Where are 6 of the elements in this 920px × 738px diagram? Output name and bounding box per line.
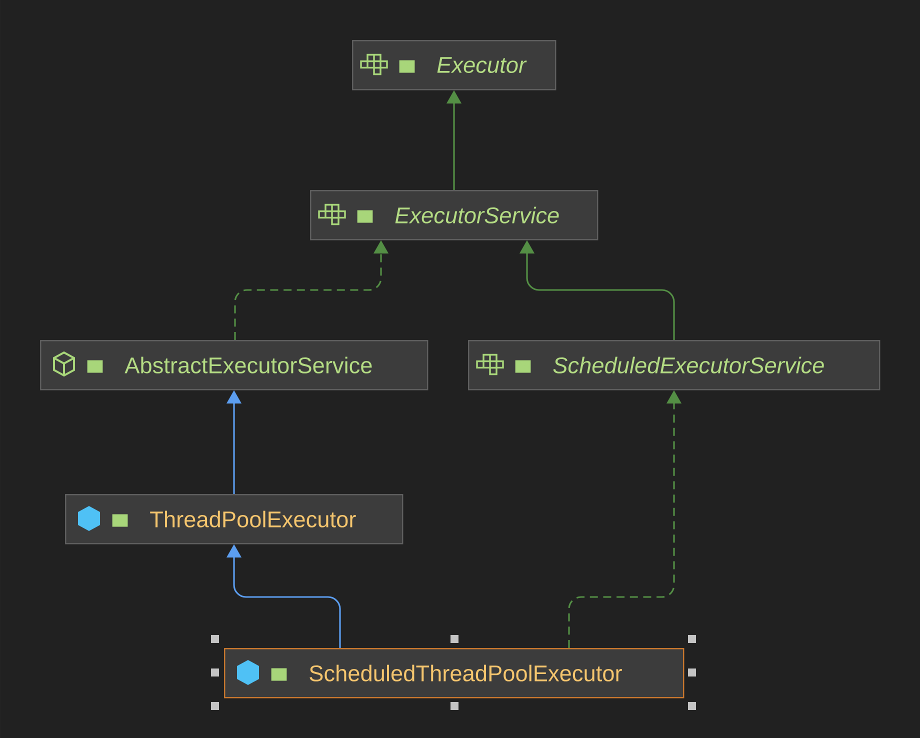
class-box: ThreadPoolExecutor bbox=[65, 494, 404, 544]
class-box: ScheduledThreadPoolExecutor bbox=[224, 648, 684, 698]
class-box: Executor bbox=[352, 40, 556, 90]
class-box: AbstractExecutorService bbox=[40, 340, 428, 390]
class-box: ExecutorService bbox=[310, 190, 598, 240]
class-box: ScheduledExecutorService bbox=[468, 340, 880, 390]
